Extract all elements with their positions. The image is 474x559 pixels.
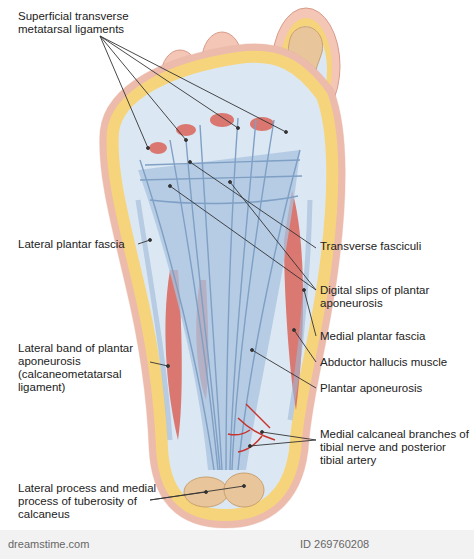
part-label: Plantar aponeurosis <box>320 382 470 395</box>
watermark: ID 269760208 <box>300 538 460 551</box>
calcaneus <box>184 473 264 507</box>
leader-lines <box>100 36 316 500</box>
watermark-strip <box>0 530 474 559</box>
part-label: Lateral process and medial process of tu… <box>18 482 158 521</box>
part-label: Lateral plantar fascia <box>18 238 143 251</box>
part-label: Digital slips of plantar aponeurosis <box>320 284 460 310</box>
part-label: Medial calcaneal branches of tibial nerv… <box>320 428 472 467</box>
watermark: dreamstime.com <box>8 538 148 551</box>
part-label: Transverse fasciculi <box>320 240 440 253</box>
part-label: Lateral band of plantar aponeurosis (cal… <box>18 342 153 394</box>
part-label: Superficial transverse metatarsal ligame… <box>18 10 168 36</box>
part-label: Abductor hallucis muscle <box>320 356 470 369</box>
part-label: Medial plantar fascia <box>320 330 470 343</box>
aponeurosis-fibers <box>138 118 310 470</box>
